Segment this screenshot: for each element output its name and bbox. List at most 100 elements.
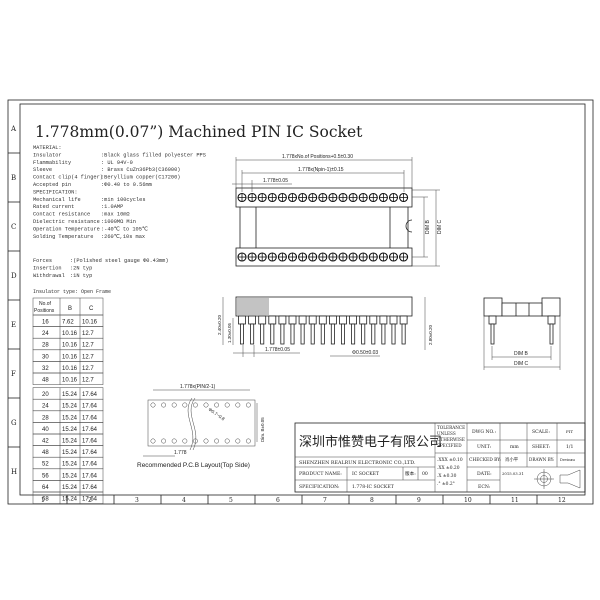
drawn-by-label: DRAWN BY:	[529, 457, 554, 462]
table-cell: 48	[42, 378, 49, 384]
top-view: 1.778xNo.of Positions+0.5±0.30 1.778x(Np…	[232, 154, 443, 267]
pin-cross	[308, 193, 317, 202]
frame-row-label: H	[11, 468, 17, 476]
spec-label: Accepted pin	[33, 182, 71, 188]
table-cell: 15.24	[62, 462, 78, 468]
spec-value: :1.0AMP	[101, 204, 123, 210]
company-name-cn: 深圳市惟赞电子有限公司	[299, 434, 442, 450]
pcb-hole	[192, 402, 198, 408]
spec-label: MATERIAL:	[33, 145, 62, 151]
pin-tail	[320, 323, 325, 345]
spec-label: Mechanical life	[33, 197, 81, 203]
inner-frame	[19, 103, 586, 496]
pin-sleeve	[339, 315, 347, 325]
dwg-no-label: DWG NO.:	[472, 429, 497, 435]
tolerance-label-line: TOLERANCE	[437, 425, 465, 430]
frame-col-label: 3	[135, 497, 139, 504]
force-label: Withdrawal	[33, 273, 65, 279]
date: 2015.03.31	[502, 471, 524, 476]
pin-tail	[290, 323, 295, 345]
pin-tail	[300, 323, 305, 345]
spec-label: Contact resistance	[33, 212, 90, 218]
table-cell: 17.64	[82, 450, 98, 456]
spec-label: Sleeve	[33, 167, 52, 173]
pin-cross	[389, 193, 398, 202]
table-cell: 48	[42, 450, 49, 456]
frame-col-label: 11	[511, 497, 519, 504]
table-cell: 52	[42, 462, 49, 468]
frame-col-label: 1	[41, 497, 45, 504]
frame-row-label: B	[11, 174, 16, 182]
pin-tail	[330, 323, 335, 345]
table-cell: 28	[42, 415, 49, 421]
table-cell: 64	[42, 485, 49, 491]
pin-tail	[260, 323, 265, 345]
pcb-hole	[171, 438, 177, 444]
pcb-hole	[171, 402, 177, 408]
pin-tail	[371, 323, 376, 345]
table-cell: 15.24	[62, 427, 78, 433]
header-c: C	[89, 306, 94, 312]
tolerance-label-line: SPECIFIED	[437, 443, 462, 448]
table-cell: 12.7	[82, 354, 94, 360]
frame-col-label: 4	[182, 497, 186, 504]
frame-col-label: 5	[229, 497, 233, 504]
pin-cross	[339, 193, 347, 202]
pin-sleeve	[369, 315, 378, 325]
pin-cross	[258, 193, 267, 202]
pcb-hole	[203, 438, 209, 444]
frame-row-label: F	[11, 370, 16, 378]
table-cell: 17.64	[82, 439, 98, 445]
pin-sleeve	[298, 315, 307, 325]
table-cell: 28	[42, 343, 49, 349]
pin-cross	[248, 193, 257, 202]
pin-sleeve	[359, 315, 368, 325]
pin-cross	[288, 253, 297, 261]
pcb-hole	[150, 438, 156, 444]
pcb-hole	[161, 438, 167, 444]
table-cell: 17.64	[82, 415, 98, 421]
table-cell: 12.7	[82, 378, 94, 384]
tolerance-values: .XXX ±0.10.XX ±0.20.X ±0.30.° ±0.2°	[437, 458, 463, 487]
pin-sleeve	[389, 315, 398, 325]
table-cell: 10.16	[62, 378, 78, 384]
pcb-holes	[150, 402, 251, 444]
pin-tail	[280, 323, 285, 345]
pcb-caption: Recommended P.C.B Layout(Top Side)	[137, 462, 250, 469]
table-cell: 30	[42, 354, 49, 360]
table-cell: 12.7	[82, 366, 94, 372]
table-cell: 10.16	[82, 320, 98, 326]
pin-cross	[369, 253, 378, 261]
table-cell: 15.24	[62, 485, 78, 491]
pcb-hole	[161, 402, 167, 408]
pin-cross	[379, 253, 388, 261]
pcb-hole	[245, 438, 251, 444]
force-value: :(Polished steel gauge Φ0.43mm)	[70, 258, 169, 264]
pcb-hole	[203, 402, 209, 408]
frame-col-label: 2	[88, 497, 92, 504]
frame-col-label: 8	[370, 497, 374, 504]
table-cell: 7.62	[62, 320, 74, 326]
spec-value: :max 10mΩ	[101, 212, 130, 218]
dim-b-label: DIM B	[425, 219, 431, 234]
version: 00	[422, 471, 428, 477]
table-cell: 42	[42, 439, 49, 445]
pin-cross	[268, 193, 277, 202]
spec-value: 1.778-IC SOCKET	[352, 484, 395, 490]
spec-label: Insulator	[33, 152, 62, 158]
pcb-hole	[214, 402, 220, 408]
spec-value: :Beryllium copper(C17200)	[101, 175, 180, 181]
table-cell: 24	[42, 404, 49, 410]
pin-sleeve	[318, 315, 327, 325]
pin-sleeve	[399, 315, 408, 325]
checked-by-label: CHECKED BY:	[469, 458, 502, 463]
pin-cross	[278, 193, 287, 202]
pin-cross	[349, 253, 358, 261]
product-name: IC SOCKET	[352, 471, 380, 477]
table-cell: 15.24	[62, 415, 78, 421]
pcb-dim-row: Dim. B±0.05	[260, 417, 265, 442]
version-label: 版本:	[405, 470, 416, 477]
table-cell: 15.24	[62, 497, 78, 503]
pin-cross	[258, 253, 267, 261]
